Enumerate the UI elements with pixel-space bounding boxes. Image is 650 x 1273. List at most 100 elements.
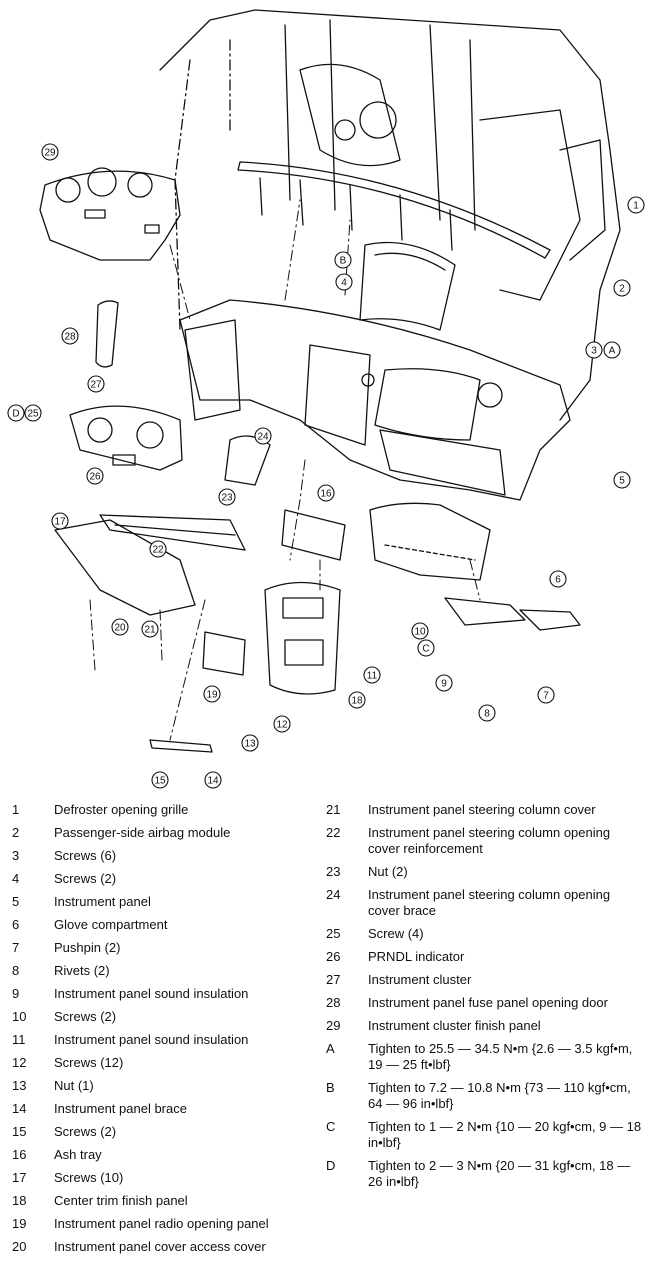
legend-item-number: 5 <box>12 894 20 909</box>
callout-circle <box>61 327 79 345</box>
callout-26: 26 <box>86 467 104 485</box>
callout-label: 1 <box>633 201 639 212</box>
legend-item-number: 21 <box>326 802 341 817</box>
legend-item-text: Screw (4) <box>368 926 424 941</box>
legend-item-number: 2 <box>12 825 20 840</box>
callout-20: 20 <box>111 618 129 636</box>
legend-item-text: Instrument panel fuse panel opening door <box>368 995 608 1010</box>
callout-label: C <box>422 644 429 655</box>
fuse-panel-door <box>95 300 119 368</box>
legend-item-text: Instrument panel radio opening panel <box>54 1216 269 1231</box>
legend-item-number: 7 <box>12 940 20 955</box>
legend-item-number: 17 <box>12 1170 27 1185</box>
legend-item-number: 25 <box>326 926 341 941</box>
callout-circle <box>478 704 496 722</box>
callout-label: 22 <box>152 545 164 556</box>
callout-circle <box>273 715 291 733</box>
legend-item-text: Screws (12) <box>54 1055 124 1070</box>
cluster-finish-panel <box>39 167 181 261</box>
legend-item-text: Instrument panel cover access cover <box>54 1239 266 1254</box>
legend-item-text: Screws (2) <box>54 1009 117 1024</box>
callout-11: 11 <box>363 666 381 684</box>
legend-item-number: 4 <box>12 871 20 886</box>
legend-item-text: Glove compartment <box>54 917 168 932</box>
callout-19: 19 <box>203 685 221 703</box>
callout-A: A <box>603 341 621 359</box>
legend-item-text: Screws (6) <box>54 848 117 863</box>
callout-circle <box>51 512 69 530</box>
legend-item-number: 14 <box>12 1101 27 1116</box>
legend-item: 12 Screws (12) <box>12 1055 312 1071</box>
callout-14: 14 <box>204 771 222 789</box>
callout-label: 3 <box>591 346 597 357</box>
legend-item-text: Screws (2) <box>54 871 117 886</box>
callout-27: 27 <box>87 375 105 393</box>
callout-label: 8 <box>484 709 490 720</box>
legend-item-number: 24 <box>326 887 341 902</box>
callout-circle <box>24 404 42 422</box>
callout-label: 29 <box>44 148 56 159</box>
legend-item-number: 28 <box>326 995 341 1010</box>
callout-label: 17 <box>54 517 66 528</box>
callout-circle <box>417 639 435 657</box>
callout-12: 12 <box>273 715 291 733</box>
legend-item-number: 6 <box>12 917 20 932</box>
callout-4: 4 <box>335 273 353 291</box>
callout-circle <box>335 273 353 291</box>
callout-B: B <box>334 251 352 269</box>
legend-item-text: Instrument panel steering column opening… <box>368 825 611 856</box>
legend-item: 28 Instrument panel fuse panel opening do… <box>326 995 644 1011</box>
legend-item-text: Tighten to 1 — 2 N•m {10 — 20 kgf•cm, 9 … <box>368 1119 642 1150</box>
legend-item-number: 18 <box>12 1193 27 1208</box>
legend-item: 24 Instrument panel steering column openi… <box>326 887 644 919</box>
legend-item-number: 12 <box>12 1055 27 1070</box>
legend-item-text: Instrument panel steering column opening… <box>368 887 611 918</box>
callout-24: 24 <box>254 427 272 445</box>
callout-18: 18 <box>348 691 366 709</box>
callout-21: 21 <box>141 620 159 638</box>
callout-15: 15 <box>151 771 169 789</box>
callout-7: 7 <box>537 686 555 704</box>
callout-circle <box>585 341 603 359</box>
callout-label: A <box>609 346 616 357</box>
legend-item: 6 Glove compartment <box>12 917 312 933</box>
callout-label: 12 <box>276 720 288 731</box>
legend-item-number: 15 <box>12 1124 27 1139</box>
legend-item-text: Defroster opening grille <box>54 802 189 817</box>
callout-circle <box>254 427 272 445</box>
callout-28: 28 <box>61 327 79 345</box>
callout-label: 15 <box>154 776 166 787</box>
legend-item-text: Instrument cluster finish panel <box>368 1018 541 1033</box>
legend-item-text: Instrument cluster <box>368 972 472 987</box>
sound-insulation <box>444 597 581 631</box>
legend-item-text: PRNDL indicator <box>368 949 465 964</box>
legend-item-number: 8 <box>12 963 20 978</box>
callout-label: 26 <box>89 472 101 483</box>
legend-item-text: Instrument panel sound insulation <box>54 986 249 1001</box>
legend-item-number: D <box>326 1158 336 1173</box>
legend-item-number: 29 <box>326 1018 341 1033</box>
legend-item-text: Instrument panel <box>54 894 151 909</box>
callout-label: 24 <box>257 432 269 443</box>
callout-label: 16 <box>320 489 332 500</box>
callout-circle <box>204 771 222 789</box>
callout-circle <box>203 685 221 703</box>
passenger-airbag-module <box>359 241 456 331</box>
instrument-panel <box>179 299 571 501</box>
callout-circle <box>317 484 335 502</box>
legend-item-number: A <box>326 1041 335 1056</box>
instrument-panel-brace <box>149 739 213 753</box>
callout-circle <box>151 771 169 789</box>
legend-item-text: Passenger-side airbag module <box>54 825 231 840</box>
